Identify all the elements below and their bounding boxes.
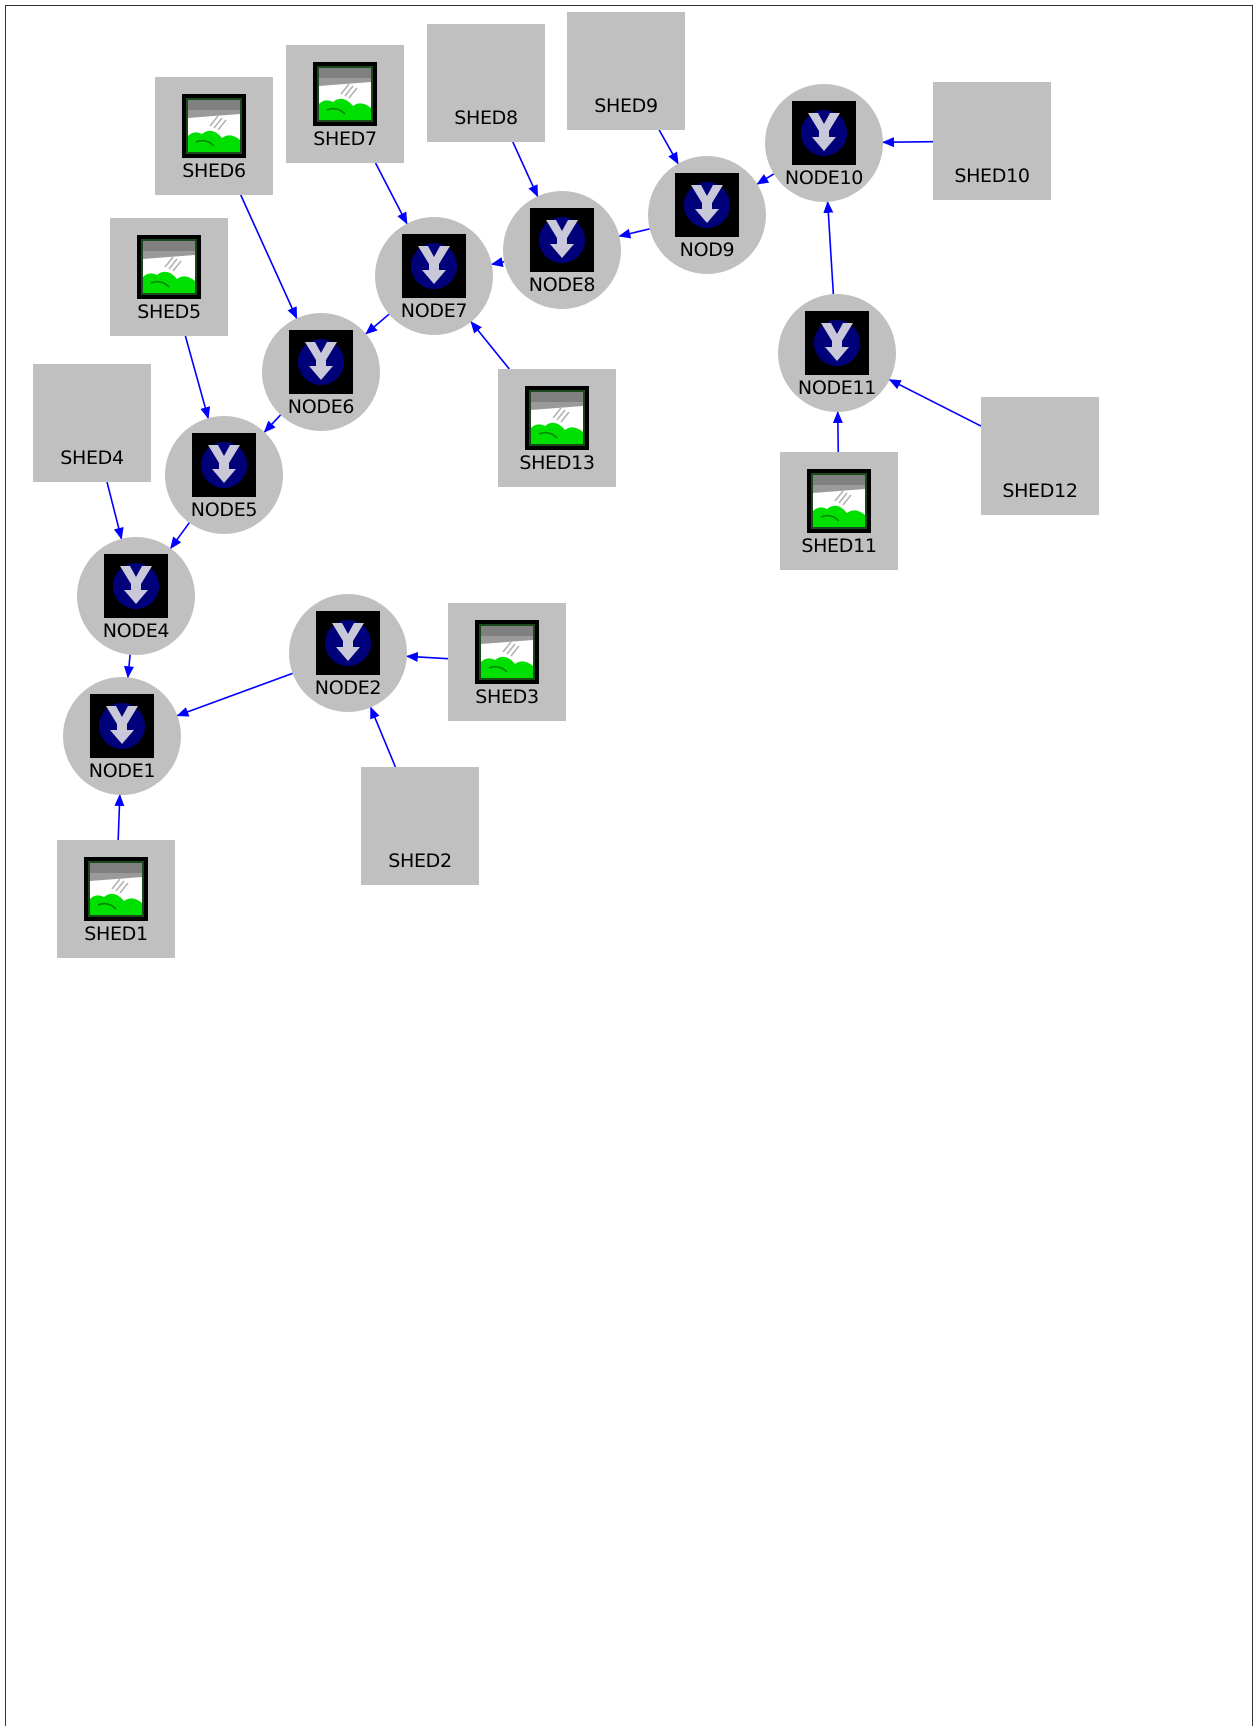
shed-box [361,767,479,885]
shapes-layer: NODE1NODE2NODE4NODE5NODE6NODE7NODE8NOD9N… [33,12,1099,958]
shed-box [933,82,1051,200]
junction-arrow-icon [805,311,869,375]
junction-arrow-icon [675,173,739,237]
shed-label: SHED2 [388,850,452,872]
edge-s11-n11 [832,410,843,453]
edge-n11-n10 [823,200,835,295]
node-label: NODE7 [401,300,467,322]
junction-arrow-icon [104,554,168,618]
landscape-image-icon [525,386,589,450]
landscape-image-icon [182,94,246,158]
shed-label: SHED12 [1002,480,1077,502]
node-node4[interactable]: NODE4 [77,537,195,655]
edge-s5-n5 [184,335,211,420]
shed-shed7[interactable]: SHED7 [286,45,404,163]
shed-shed4[interactable]: SHED4 [33,364,151,482]
edge-s8-n8 [512,141,539,198]
shed-label: SHED9 [594,95,658,117]
node-label: NODE2 [315,677,381,699]
landscape-image-icon [807,469,871,533]
landscape-image-icon [313,62,377,126]
junction-arrow-icon [192,433,256,497]
node-label: NODE11 [798,377,876,399]
edge-n9-n8 [618,228,650,239]
node-label: NODE10 [785,167,863,189]
node-label: NODE8 [529,274,595,296]
edge-n5-n4 [170,522,190,550]
shed-label: SHED4 [60,447,124,469]
node-label: NODE5 [191,499,257,521]
node-label: NODE4 [103,620,170,642]
node-node5[interactable]: NODE5 [165,416,283,534]
edge-s6-n6 [240,194,298,320]
node-label: NOD9 [680,239,735,261]
shed-shed1[interactable]: SHED1 [57,840,175,958]
shed-shed2[interactable]: SHED2 [361,767,479,885]
shed-label: SHED10 [954,165,1029,187]
node-label: NODE6 [288,396,354,418]
shed-label: SHED1 [84,923,148,945]
edge-s12-n11 [888,378,982,427]
junction-arrow-icon [792,101,856,165]
shed-label: SHED13 [519,452,594,474]
edge-s1-n1 [114,793,125,841]
edge-s4-n4 [106,481,124,540]
shed-box [981,397,1099,515]
landscape-image-icon [84,857,148,921]
node-node7[interactable]: NODE7 [375,217,493,335]
edge-n2-n1 [176,672,293,717]
junction-arrow-icon [402,234,466,298]
shed-shed13[interactable]: SHED13 [498,369,616,487]
shed-label: SHED8 [454,107,518,129]
diagram-frame [5,5,1253,1726]
shed-label: SHED7 [313,128,377,150]
landscape-image-icon [475,620,539,684]
junction-arrow-icon [530,208,594,272]
edge-n7-n6 [365,313,390,335]
edge-n8-n7 [490,257,505,267]
shed-label: SHED3 [475,686,539,708]
edges-layer [106,129,982,841]
edge-s7-n7 [374,162,408,225]
edge-s3-n2 [405,651,449,662]
edge-s9-n9 [658,129,679,165]
shed-shed8[interactable]: SHED8 [427,24,545,142]
shed-box [33,364,151,482]
shed-label: SHED11 [801,535,876,557]
shed-shed9[interactable]: SHED9 [567,12,685,130]
shed-box [567,12,685,130]
junction-arrow-icon [289,330,353,394]
edge-n4-n1 [123,654,134,679]
shed-label: SHED6 [182,160,246,182]
junction-arrow-icon [90,694,154,758]
edge-s2-n2 [369,706,397,768]
landscape-image-icon [137,235,201,299]
junction-arrow-icon [316,611,380,675]
shed-shed10[interactable]: SHED10 [933,82,1051,200]
node-node11[interactable]: NODE11 [778,294,896,412]
node-node8[interactable]: NODE8 [503,191,621,309]
shed-shed6[interactable]: SHED6 [155,77,273,195]
node-node2[interactable]: NODE2 [289,594,407,712]
shed-shed5[interactable]: SHED5 [110,218,228,336]
node-label: NODE1 [89,760,155,782]
node-nod9[interactable]: NOD9 [648,156,766,274]
node-node1[interactable]: NODE1 [63,677,181,795]
shed-shed12[interactable]: SHED12 [981,397,1099,515]
shed-label: SHED5 [137,301,201,323]
edge-s13-n7 [470,321,510,370]
shed-shed3[interactable]: SHED3 [448,603,566,721]
edge-s10-n10 [881,137,934,148]
shed-box [427,24,545,142]
edge-n10-n9 [756,173,775,185]
shed-shed11[interactable]: SHED11 [780,452,898,570]
node-node10[interactable]: NODE10 [765,84,883,202]
node-node6[interactable]: NODE6 [262,313,380,431]
edge-n6-n5 [263,414,282,433]
